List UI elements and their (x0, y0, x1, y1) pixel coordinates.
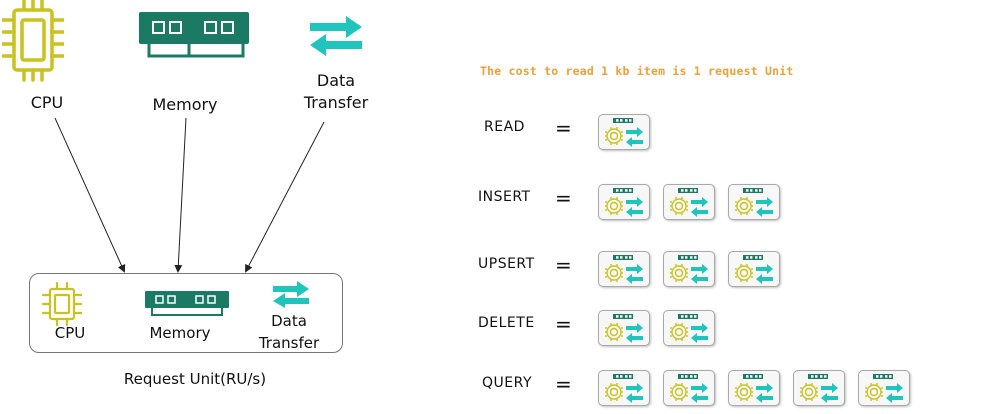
top-data-transfer-label: Data Transfer (303, 71, 369, 112)
box-cpu-label: CPU (54, 324, 86, 342)
request-unit-caption: Request Unit(RU/s) (123, 370, 267, 388)
transfer-arrow (245, 121, 325, 273)
data-transfer-icon (310, 16, 362, 56)
cpu-icon (42, 282, 82, 326)
memory-arrow (174, 117, 187, 273)
operation-name-delete: DELETE (478, 315, 535, 331)
top-cpu-label: CPU (30, 93, 64, 112)
cpu-icon (2, 0, 64, 82)
request-unit-icon (793, 370, 845, 406)
request-unit-icon (728, 251, 780, 287)
equals-sign: = (555, 186, 572, 210)
request-unit-icon (728, 184, 780, 220)
request-unit-icon (663, 251, 715, 287)
operation-name-read: READ (484, 119, 525, 135)
request-unit-icon (598, 184, 650, 220)
box-data-transfer-label: Data Transfer (258, 312, 320, 352)
data-transfer-icon (273, 281, 309, 308)
cost-title: The cost to read 1 kb item is 1 request … (480, 64, 794, 78)
request-unit-icon (858, 370, 910, 406)
top-data-transfer (306, 14, 366, 56)
operation-name-query: QUERY (482, 375, 532, 391)
operation-name-upsert: UPSERT (478, 256, 535, 272)
top-memory-label: Memory (152, 95, 218, 114)
request-unit-icon (663, 310, 715, 346)
request-unit-icon (598, 251, 650, 287)
request-unit-icon (598, 114, 650, 150)
equals-sign: = (555, 372, 572, 396)
equals-sign: = (555, 116, 572, 140)
operation-name-insert: INSERT (478, 189, 531, 205)
equals-sign: = (555, 253, 572, 277)
memory-icon (145, 291, 229, 316)
request-unit-icon (663, 370, 715, 406)
box-memory-label: Memory (149, 324, 211, 342)
request-unit-icon (598, 370, 650, 406)
connector-arrows (54, 117, 325, 273)
request-unit-icon (728, 370, 780, 406)
equals-sign: = (555, 312, 572, 336)
top-cpu (0, 0, 72, 90)
top-memory (137, 12, 252, 62)
request-unit-icon (663, 184, 715, 220)
cpu-arrow (54, 117, 126, 273)
memory-icon (139, 12, 249, 58)
request-unit-icon (598, 310, 650, 346)
